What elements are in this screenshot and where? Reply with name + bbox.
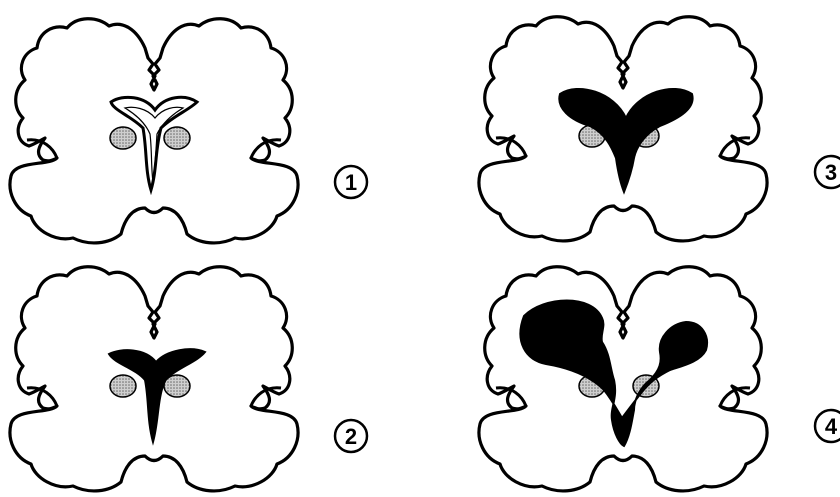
brain-section-4 — [479, 267, 767, 491]
panel-label-text: 1 — [345, 170, 357, 195]
panel-label-text: 2 — [345, 424, 357, 449]
panel-label-text: 3 — [825, 160, 837, 185]
panel-label-3: 3 — [815, 156, 840, 188]
brain-section-2 — [10, 267, 298, 491]
panel-label-1: 1 — [335, 166, 367, 198]
panel-label-text: 4 — [825, 414, 838, 439]
brain-section-1 — [10, 19, 298, 243]
panel-label-2: 2 — [335, 420, 367, 452]
brain-section-3 — [479, 17, 767, 241]
panel-label-4: 4 — [815, 410, 840, 442]
